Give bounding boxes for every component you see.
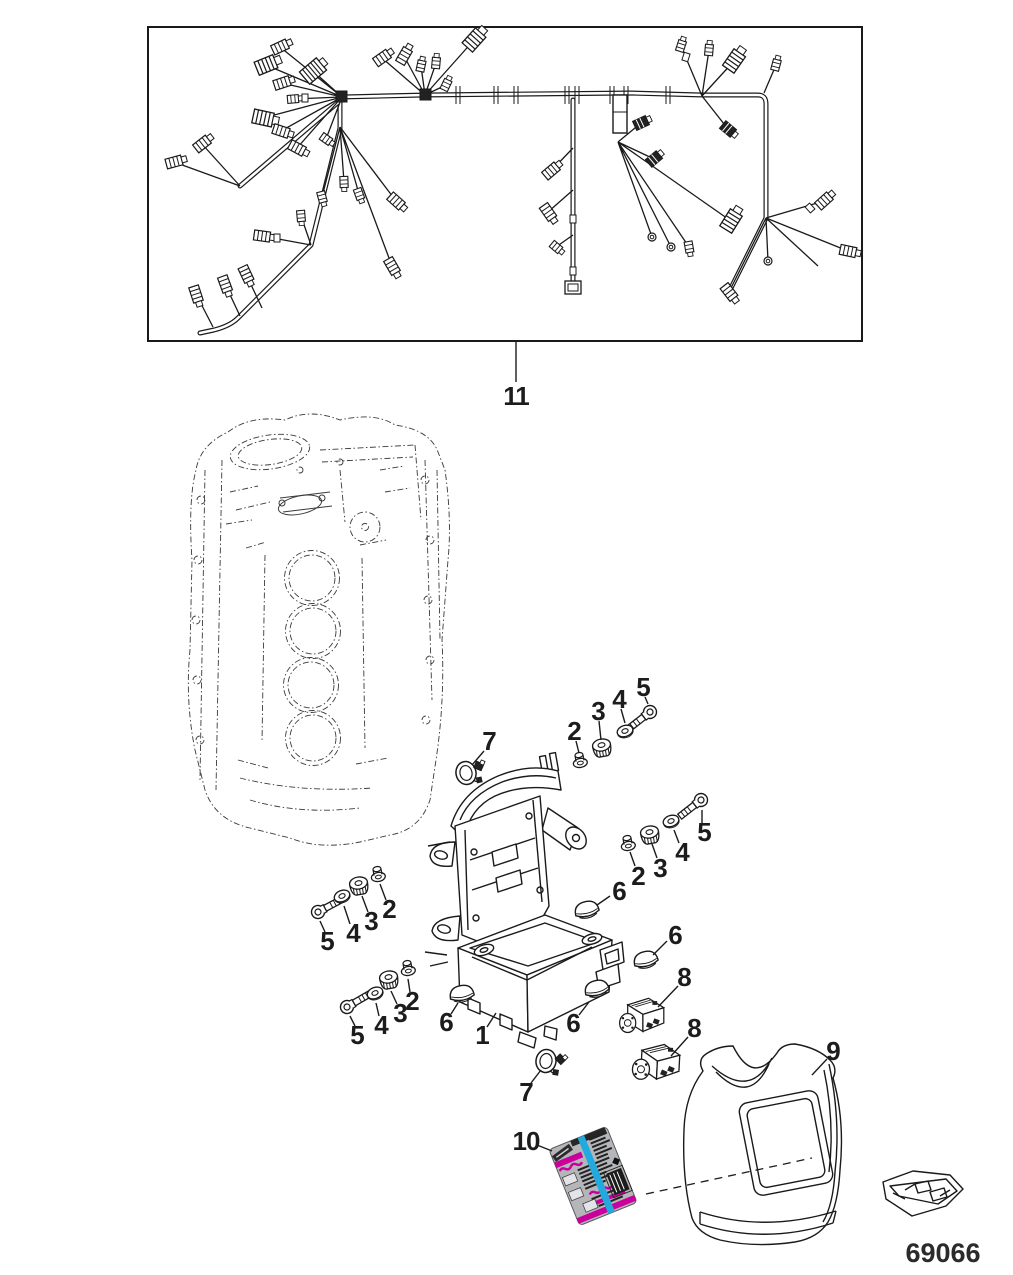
mount-3 [590,736,614,759]
callout-9: 9 [826,1036,841,1066]
callout-5: 5 [697,817,712,847]
clamp-7 [452,756,490,788]
callout-7: 7 [519,1077,534,1107]
callout-6: 6 [668,920,683,950]
callout-4: 4 [374,1010,389,1040]
callout-3: 3 [591,696,606,726]
callout-6: 6 [612,876,627,906]
callout-8: 8 [677,962,692,992]
harness-box [147,22,863,342]
electrical-cover [682,1043,843,1246]
specification-decal [549,1127,637,1225]
callout-5: 5 [350,1020,365,1050]
callout-3: 3 [364,906,379,936]
callout-2: 2 [631,861,646,891]
harness-hub [419,88,432,101]
decal-cyan-stripe [577,1135,615,1215]
mount-3 [377,968,401,991]
washer-4 [364,984,386,1003]
callout-2: 2 [382,894,397,924]
boat-icon [882,1170,964,1217]
bushing-2 [570,750,589,770]
callout-4: 4 [346,918,361,948]
mount-3 [347,874,371,897]
callout-8: 8 [687,1013,702,1043]
callout-11: 11 [503,381,529,411]
callout-3: 3 [653,853,668,883]
callout-2: 2 [405,986,420,1016]
engine-block [187,413,450,846]
callout-5: 5 [636,672,651,702]
mount-3 [638,823,662,846]
harness-module [612,94,628,134]
callout-10: 10 [512,1126,541,1156]
bushing-2 [618,833,637,853]
callout-leader-lines [319,341,828,1152]
decal-position-dashed-line [645,1157,813,1195]
callout-7: 7 [482,726,497,756]
callout-6: 6 [566,1008,581,1038]
relay-8 [631,1042,681,1082]
callout-2: 2 [567,716,582,746]
relay-8 [619,997,665,1034]
callout-1: 1 [475,1020,490,1050]
drawing-number: 69066 [905,1238,981,1268]
electrical-bracket [424,751,625,1049]
callout-5: 5 [320,926,335,956]
harness-connectors [164,22,863,309]
bushing-2 [368,864,387,884]
washer-4 [661,812,682,831]
plug-6 [572,898,602,922]
callout-4: 4 [675,837,690,867]
bushing-2 [398,958,417,978]
harness-hub [335,90,348,103]
callout-6: 6 [439,1007,454,1037]
callout-4: 4 [612,684,627,714]
callout-3: 3 [393,998,408,1028]
